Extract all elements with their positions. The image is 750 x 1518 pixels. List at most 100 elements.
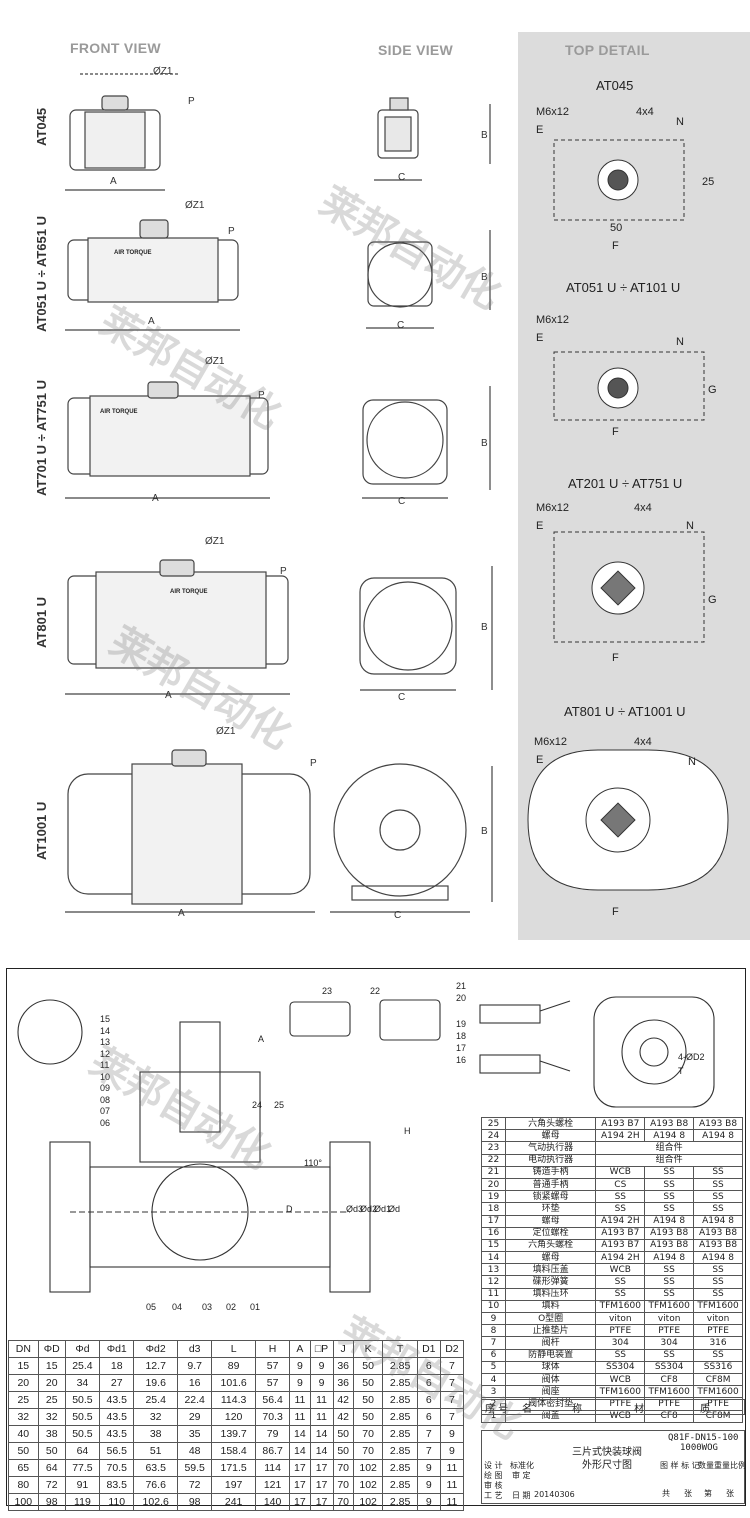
title-block xyxy=(481,1430,745,1504)
dimension-cell: 25.4 xyxy=(64,1357,101,1375)
front-view-header: FRONT VIEW xyxy=(70,40,161,56)
dimension-cell: 70 xyxy=(352,1442,384,1460)
dimension-cell: 119 xyxy=(64,1493,101,1511)
dim-z1-r1: ØZ1 xyxy=(153,66,173,77)
dim-p-r2: P xyxy=(228,226,235,237)
top-detail-title-1: AT045 xyxy=(596,78,634,93)
bom-cell: SS xyxy=(644,1263,695,1277)
bom-cell: SS xyxy=(693,1275,743,1289)
bom-cell: 阀盖 xyxy=(504,1409,597,1423)
callout-12: 12 xyxy=(100,1048,111,1059)
bom-cell: 22 xyxy=(481,1153,506,1167)
dimension-cell: 102 xyxy=(352,1493,384,1511)
tb-r2: 数量 xyxy=(698,1461,714,1470)
bom-footer-mat: 材 xyxy=(634,1404,644,1415)
bom-cell: 螺母 xyxy=(504,1251,597,1265)
tb-r3: 重量 xyxy=(714,1461,730,1470)
bom-cell: viton xyxy=(644,1311,695,1326)
dim-d1-section: Ød1 xyxy=(374,1204,392,1214)
dimension-cell: 102 xyxy=(352,1459,384,1477)
dim-b-r2: B xyxy=(481,272,488,283)
bom-cell: viton xyxy=(595,1311,646,1326)
dimension-cell: 11 xyxy=(309,1408,334,1426)
td2-n: N xyxy=(676,336,684,348)
bom-cell: SS xyxy=(693,1190,743,1204)
dimension-cell: 79 xyxy=(254,1425,291,1443)
dimension-cell: 158.4 xyxy=(211,1442,256,1460)
callout-21: 21 xyxy=(456,981,467,991)
tb-code-1: Q81F-DN15-100 xyxy=(668,1433,739,1443)
bom-cell: SS316 xyxy=(693,1360,743,1374)
tb-label-7: 日 期 xyxy=(512,1491,531,1500)
dimension-cell: 48 xyxy=(177,1442,213,1460)
side-view-header: SIDE VIEW xyxy=(378,42,454,58)
bom-cell: A194 8 xyxy=(644,1214,695,1228)
tb-label-5: 审 核 xyxy=(484,1481,503,1490)
bom-cell: SS xyxy=(595,1275,646,1289)
dimension-cell: 14 xyxy=(289,1442,311,1460)
dimension-header-cell: d3 xyxy=(177,1340,213,1358)
dimension-cell: 43.5 xyxy=(99,1408,135,1426)
bom-cell: A194 2H xyxy=(595,1129,646,1143)
bom-cell: SS304 xyxy=(644,1360,695,1374)
dimension-cell: 36 xyxy=(332,1357,354,1375)
callout-23: 23 xyxy=(322,986,333,996)
callout-14: 14 xyxy=(100,1025,111,1036)
bom-cell: SS xyxy=(595,1190,646,1204)
dimension-cell: 17 xyxy=(289,1476,311,1494)
dimension-cell: 241 xyxy=(211,1493,256,1511)
dimension-cell: 2.85 xyxy=(382,1408,418,1426)
tb-r8: 张 xyxy=(726,1489,734,1498)
bom-cell: 锁紧螺母 xyxy=(504,1190,597,1204)
dim-c-r4: C xyxy=(398,692,406,703)
dim-d3-section: Ød3 xyxy=(346,1204,364,1214)
dimension-cell: 114 xyxy=(254,1459,291,1477)
dimension-cell: 7 xyxy=(416,1442,441,1460)
dimension-cell: 25 xyxy=(8,1391,39,1409)
dim-b-r5: B xyxy=(481,826,488,837)
dimension-cell: 2.85 xyxy=(382,1442,418,1460)
dimension-cell: 70.3 xyxy=(254,1408,291,1426)
dimension-cell: 32 xyxy=(37,1408,66,1426)
bom-cell: A193 B8 xyxy=(693,1116,743,1131)
callout-17: 17 xyxy=(456,1043,467,1053)
brand-r3: AIR TORQUE xyxy=(100,409,138,415)
callout-08: 08 xyxy=(100,1094,111,1105)
dimension-cell: 11 xyxy=(289,1408,311,1426)
dim-4d2: T xyxy=(678,1066,684,1076)
bom-cell: PTFE xyxy=(644,1324,695,1338)
dimension-cell: 9 xyxy=(439,1442,465,1460)
dimension-cell: 36 xyxy=(332,1374,354,1392)
dimension-cell: 63.5 xyxy=(133,1459,179,1477)
bom-cell: 13 xyxy=(481,1263,506,1277)
dimension-cell: 6 xyxy=(416,1391,441,1409)
dimension-cell: 14 xyxy=(289,1425,311,1443)
bom-cell: PTFE xyxy=(693,1324,743,1338)
dimension-cell: 42 xyxy=(332,1408,354,1426)
bom-cell: SS xyxy=(595,1348,646,1362)
bom-cell: 3 xyxy=(481,1385,506,1399)
dimension-cell: 100 xyxy=(8,1493,39,1511)
bom-cell: SS xyxy=(644,1165,695,1179)
callout-11: 11 xyxy=(100,1060,110,1070)
bom-footer-name2: 称 xyxy=(572,1404,582,1415)
dimension-cell: 38 xyxy=(37,1425,66,1443)
dimension-cell: 6 xyxy=(416,1374,441,1392)
bom-cell: SS xyxy=(693,1177,743,1192)
bom-cell: SS xyxy=(644,1348,695,1362)
dimension-cell: 15 xyxy=(37,1357,66,1375)
dimension-cell: 50 xyxy=(352,1374,384,1392)
td2-g: G xyxy=(708,384,717,396)
bom-cell: 碟形弹簧 xyxy=(504,1275,597,1289)
dimension-cell: 16 xyxy=(177,1374,213,1392)
dimension-cell: 89 xyxy=(211,1357,256,1375)
bom-cell: 环垫 xyxy=(504,1202,597,1216)
td3-m: M6x12 xyxy=(536,502,570,514)
